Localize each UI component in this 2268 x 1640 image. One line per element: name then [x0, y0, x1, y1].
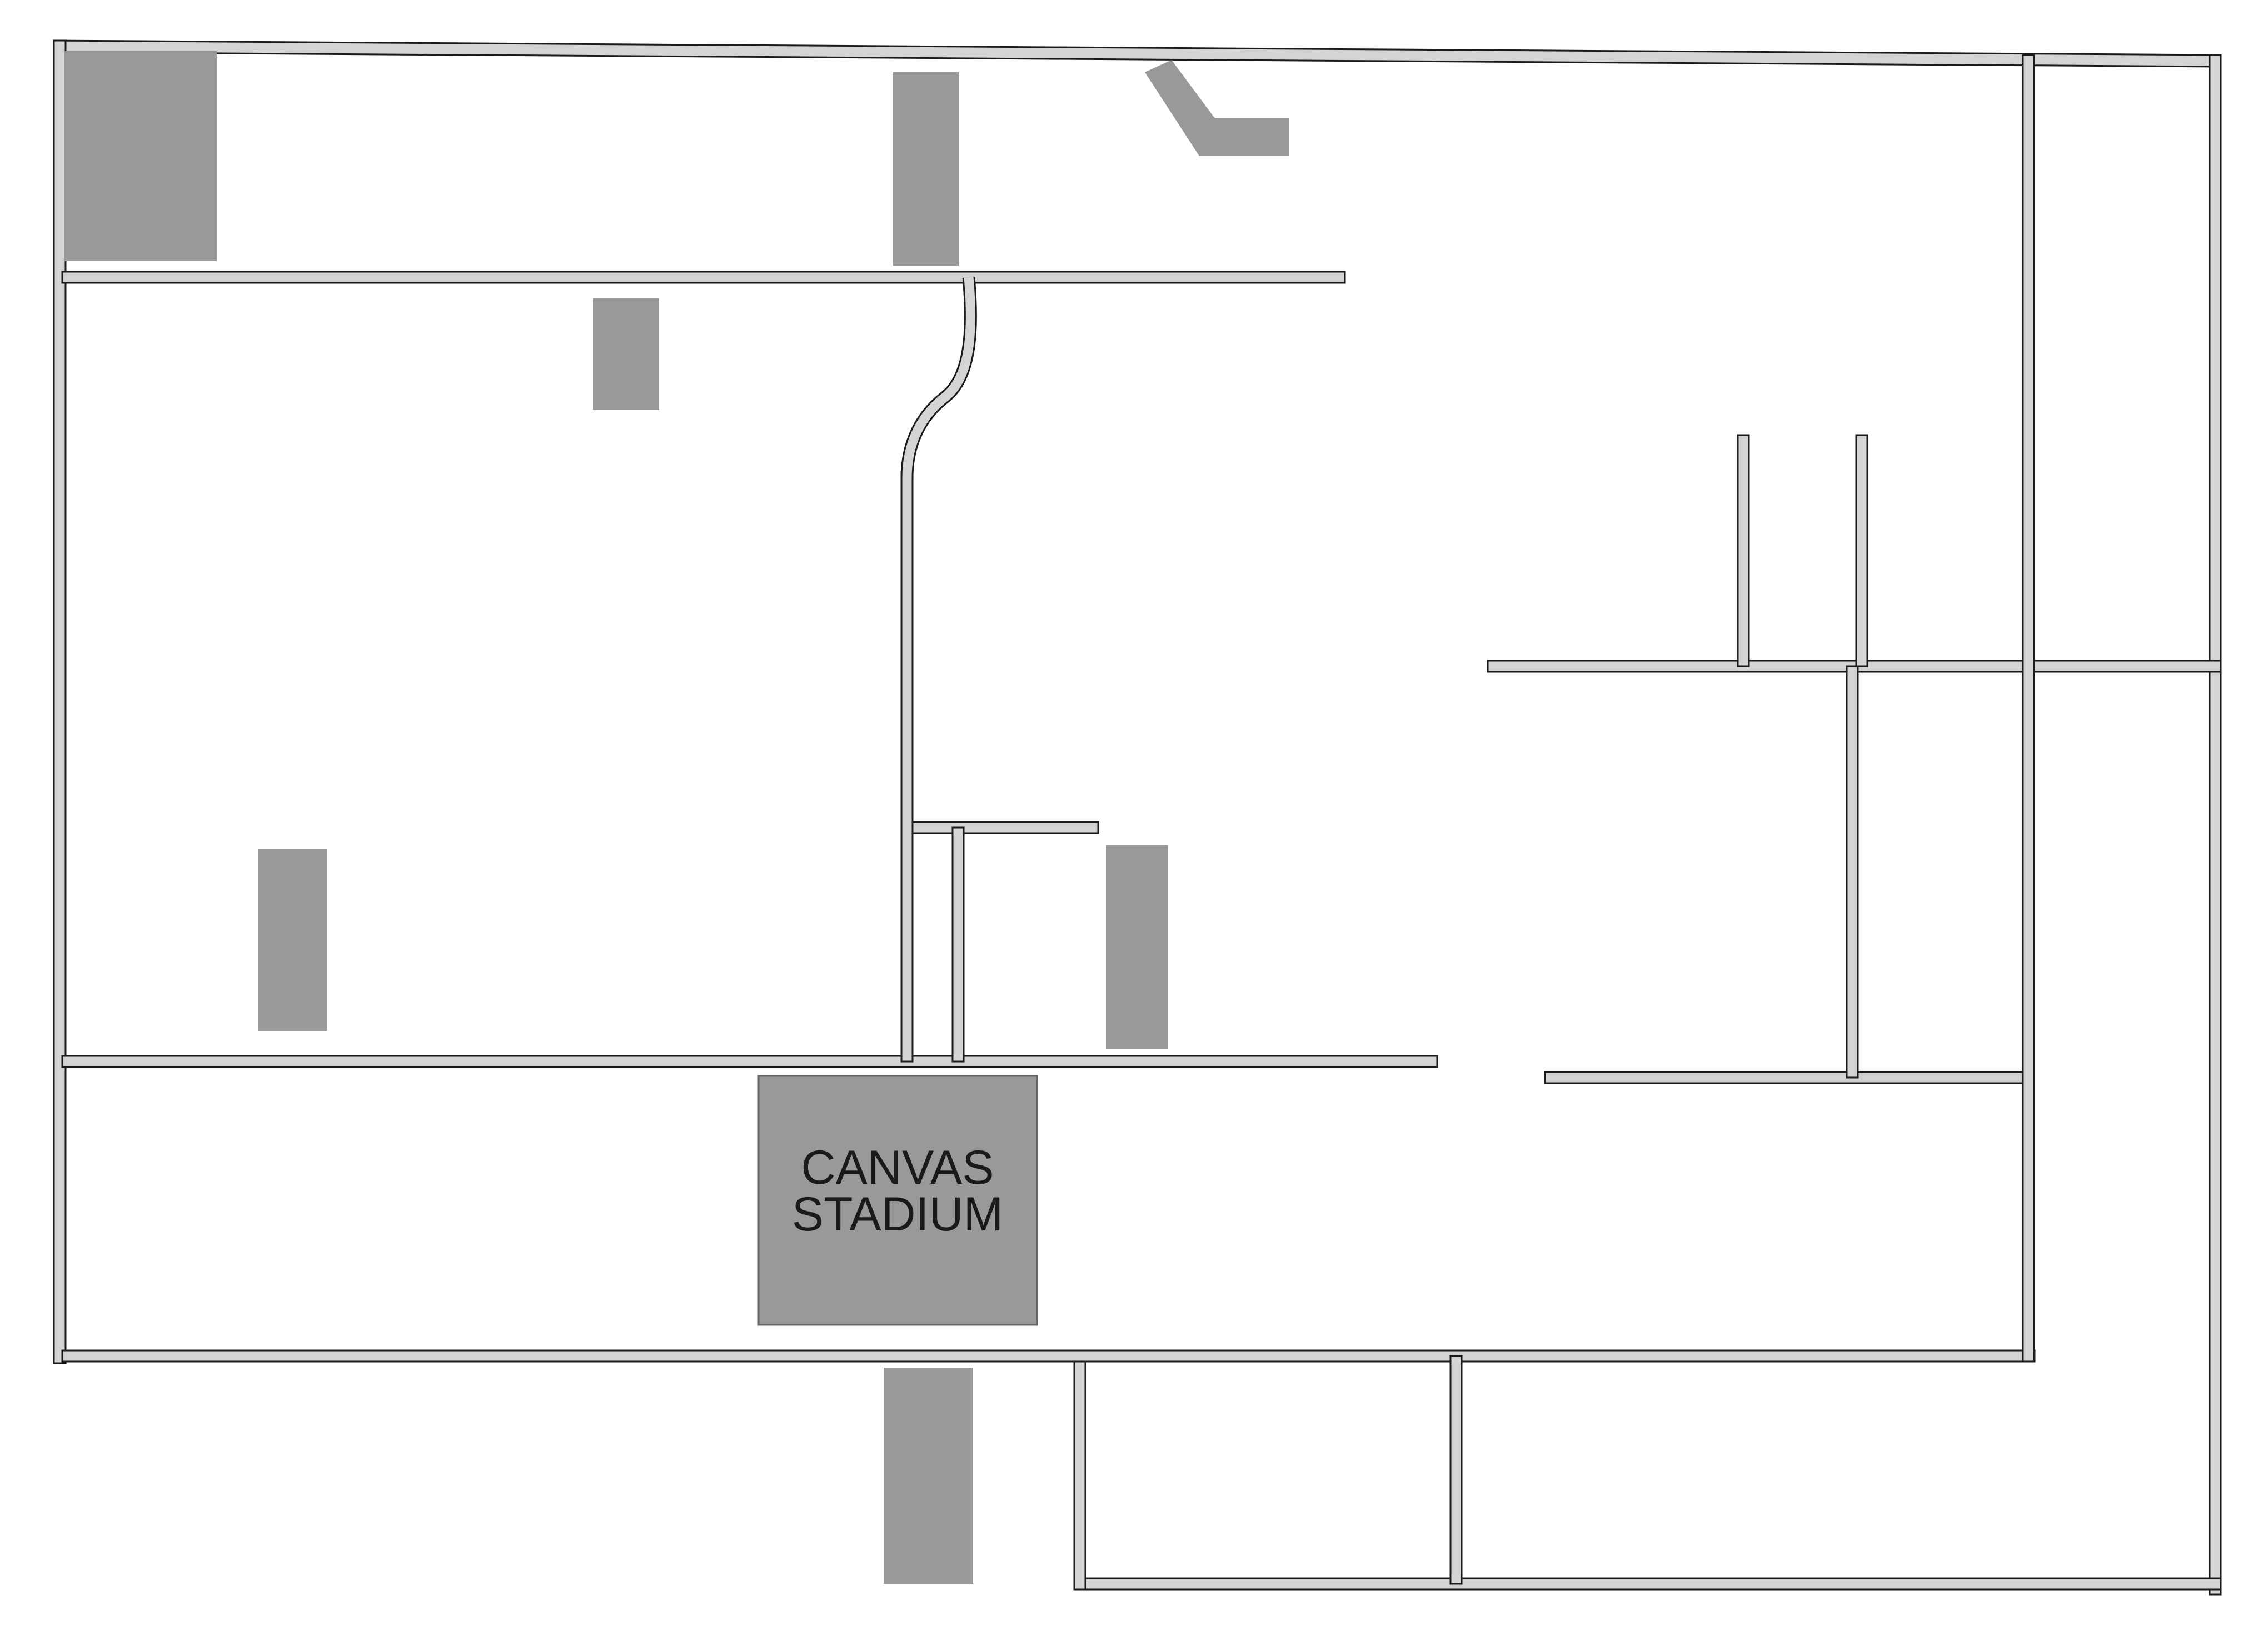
road-right-boundary — [2209, 54, 2222, 1596]
stadium-label-line2: STADIUM — [792, 1188, 1004, 1241]
street-south — [61, 1349, 2036, 1363]
stadium-label-line1: CANVAS — [801, 1141, 994, 1194]
street-east-lower — [1544, 1071, 2024, 1084]
stadium-footprint — [757, 1075, 1038, 1326]
street-east-vertical — [2022, 54, 2035, 1363]
building-west-upper — [593, 298, 659, 410]
road-curve-fill — [902, 277, 975, 478]
road-left-boundary — [53, 39, 67, 1364]
road-bottom-right — [1073, 1577, 2222, 1591]
building-northwest — [64, 51, 217, 261]
vertical-streets — [900, 54, 2035, 1585]
building-south — [884, 1368, 973, 1584]
boundary-roads — [53, 39, 2222, 1596]
building-center-east — [1106, 845, 1168, 1049]
road-top-boundary — [53, 39, 2222, 68]
building-north-center — [893, 72, 959, 266]
building-north-angled — [1145, 60, 1289, 156]
street-northeast-right — [1855, 434, 1868, 667]
building-west-lower — [258, 849, 327, 1031]
street-short-stub — [906, 821, 1099, 834]
street-middle — [61, 1055, 1438, 1068]
street-east-inner — [1846, 665, 1859, 1079]
street-center-vertical — [900, 471, 914, 1063]
street-stub-vertical — [951, 826, 965, 1063]
curved-road — [900, 276, 977, 478]
street-northeast-left — [1737, 434, 1750, 667]
street-north — [61, 271, 1346, 284]
street-south-divider — [1449, 1355, 1463, 1585]
canvas-stadium[interactable]: CANVAS STADIUM — [757, 1075, 1038, 1326]
road-bottom-connector — [1073, 1349, 1086, 1591]
horizontal-streets — [61, 271, 2222, 1363]
buildings — [64, 51, 1289, 1584]
